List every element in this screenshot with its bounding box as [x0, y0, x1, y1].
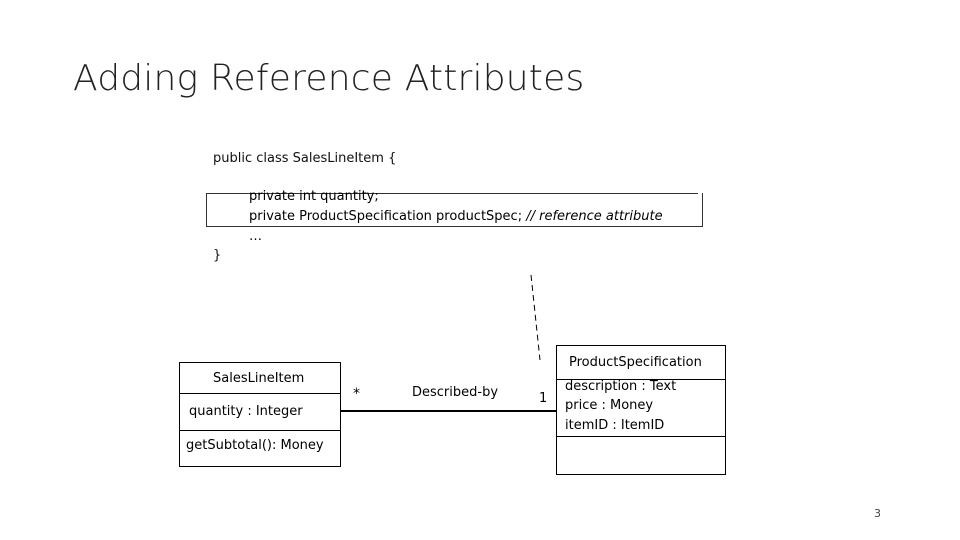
product-specification-class: ProductSpecification description : Text …: [556, 345, 726, 475]
code-product-spec-statement: private ProductSpecification productSpec…: [249, 209, 527, 224]
code-box-top-border: [206, 193, 698, 194]
class-divider: [557, 436, 725, 437]
dashed-reference-line: [530, 274, 541, 361]
class-declaration: public class SalesLineItem {: [213, 151, 397, 166]
association-label: Described-by: [412, 385, 499, 400]
code-box: private int quantity; private ProductSpe…: [206, 189, 703, 244]
sales-line-item-name: SalesLineItem: [213, 371, 305, 386]
item-id-attribute: itemID : ItemID: [565, 418, 665, 433]
code-line-ellipsis: …: [249, 229, 262, 244]
right-multiplicity: 1: [539, 391, 548, 406]
price-attribute: price : Money: [565, 398, 654, 413]
code-line-quantity: private int quantity;: [249, 189, 379, 204]
code-comment: // reference attribute: [526, 209, 663, 224]
quantity-attribute: quantity : Integer: [189, 404, 303, 419]
closing-brace: }: [213, 248, 222, 263]
slide-title: Adding Reference Attributes: [73, 58, 585, 99]
description-attribute: description : Text: [565, 379, 677, 394]
class-divider: [557, 379, 725, 380]
class-divider: [180, 430, 340, 431]
left-multiplicity: *: [353, 386, 360, 402]
class-divider: [180, 393, 340, 394]
sales-line-item-class: SalesLineItem quantity : Integer getSubt…: [179, 362, 341, 467]
code-line-product-spec: private ProductSpecification productSpec…: [249, 209, 663, 224]
product-specification-name: ProductSpecification: [569, 355, 702, 370]
get-subtotal-operation: getSubtotal(): Money: [186, 438, 324, 453]
page-number: 3: [874, 507, 881, 520]
